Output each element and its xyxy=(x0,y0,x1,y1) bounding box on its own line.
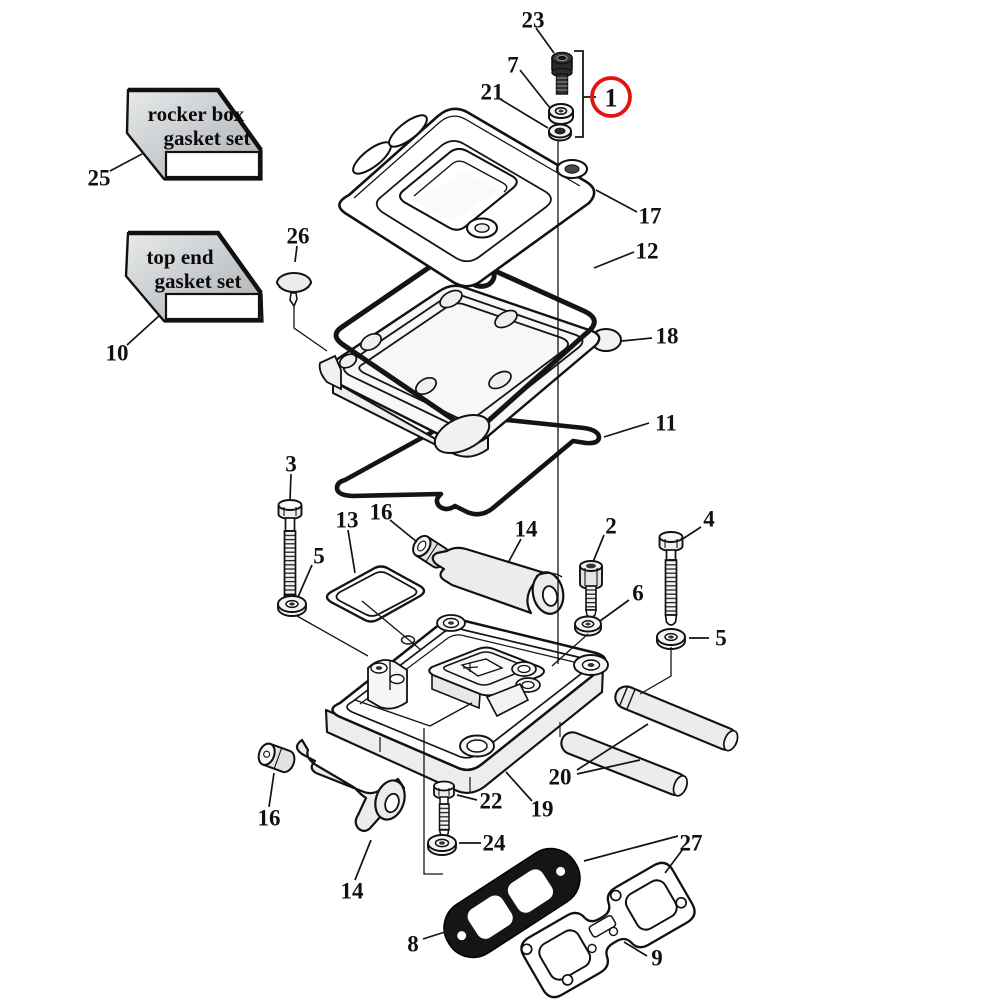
callout-1-group: 1 xyxy=(574,50,632,138)
part-19-rocker-box-base xyxy=(324,614,609,794)
top-end-gasket-set-line2: gasket set xyxy=(155,269,242,293)
part-2-socket-bolt xyxy=(579,560,603,618)
label-17: 17 xyxy=(639,204,662,229)
label-18: 18 xyxy=(656,324,679,349)
label-26: 26 xyxy=(287,224,310,249)
part-24-washer xyxy=(427,834,457,856)
top-end-gasket-set-line1: top end xyxy=(146,245,213,269)
rocker-box-gasket-set-box xyxy=(125,87,263,181)
label-25: 25 xyxy=(88,166,111,191)
part-14-rocker-arm-upper xyxy=(431,546,565,615)
label-16a: 16 xyxy=(370,500,393,525)
label-19: 19 xyxy=(531,797,554,822)
part-7-washer xyxy=(548,103,574,125)
part-9-breather-gasket xyxy=(520,861,696,999)
label-3: 3 xyxy=(285,452,297,477)
label-11: 11 xyxy=(655,411,677,436)
part-18-rocker-box-spacer xyxy=(318,284,622,458)
part-21-washer xyxy=(548,123,572,142)
assembly-axis-lines xyxy=(293,141,672,875)
part-5-washer-left xyxy=(277,595,307,617)
label-23: 23 xyxy=(522,8,545,33)
label-2: 2 xyxy=(605,514,617,539)
gasket-box-texts: rocker box gasket set top end gasket set xyxy=(146,102,250,293)
rocker-box-gasket-set-line2: gasket set xyxy=(164,126,251,150)
label-16b: 16 xyxy=(258,806,281,831)
label-7: 7 xyxy=(507,53,519,78)
label-4: 4 xyxy=(703,507,715,532)
part-14-rocker-arm-lower xyxy=(295,738,406,833)
label-12: 12 xyxy=(636,239,659,264)
part-23-cover-screw xyxy=(551,51,573,95)
label-27: 27 xyxy=(680,831,703,856)
label-9: 9 xyxy=(651,946,663,971)
part-5-washer-right xyxy=(656,628,686,650)
part-17-rocker-cover xyxy=(338,107,596,288)
box-blank-label xyxy=(164,150,261,179)
part-number-labels: 23 7 21 25 17 12 26 10 18 11 3 16 13 14 … xyxy=(88,8,727,971)
box-blank-label xyxy=(164,292,261,321)
part-13-gasket xyxy=(325,565,426,623)
label-5a: 5 xyxy=(313,544,325,569)
label-5b: 5 xyxy=(715,626,727,651)
part-11-lower-gasket xyxy=(334,412,602,517)
label-10: 10 xyxy=(106,341,129,366)
label-20: 20 xyxy=(549,765,572,790)
part-22-bolt xyxy=(433,780,455,837)
label-21: 21 xyxy=(481,80,504,105)
part-6-washer xyxy=(574,615,602,637)
label-24: 24 xyxy=(483,831,507,856)
label-8: 8 xyxy=(407,932,419,957)
label-6: 6 xyxy=(632,581,644,606)
rocker-box-gasket-set-line1: rocker box xyxy=(148,102,245,126)
label-14b: 14 xyxy=(341,879,365,904)
label-13: 13 xyxy=(336,508,359,533)
callout-number: 1 xyxy=(605,84,618,113)
label-14a: 14 xyxy=(515,517,539,542)
leader-lines xyxy=(109,27,709,957)
part-16-cap-nut-lower xyxy=(257,742,296,774)
cover-finger-notch xyxy=(388,114,428,148)
part-3-bolt xyxy=(277,499,303,610)
part-8-breather-gasket xyxy=(443,847,581,959)
callout-red-circle xyxy=(590,76,632,118)
part-4-bolt xyxy=(658,531,684,626)
spacer-corner-boss xyxy=(433,414,491,454)
label-22: 22 xyxy=(480,789,503,814)
top-end-gasket-set-box xyxy=(124,230,264,323)
part-26-umbrella-valve xyxy=(275,272,313,308)
